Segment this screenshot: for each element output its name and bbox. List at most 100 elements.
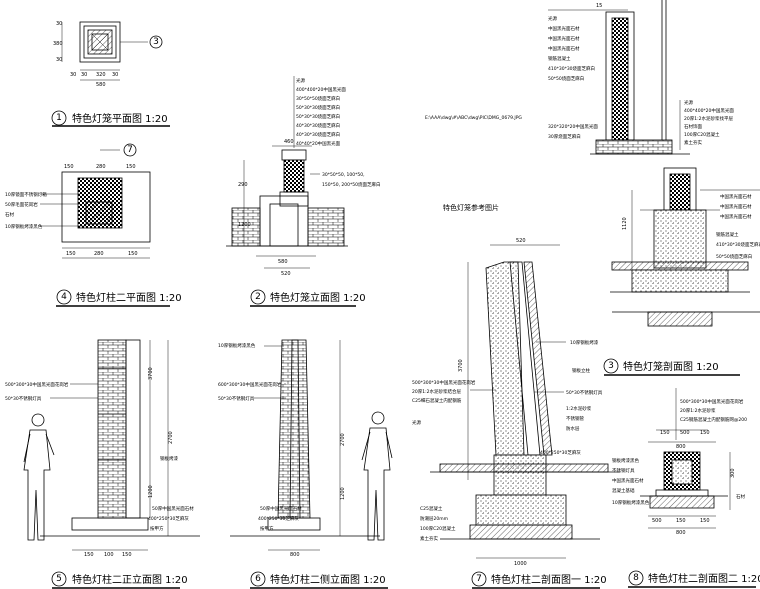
svg-text:中国黑光面石材: 中国黑光面石材	[720, 193, 752, 200]
svg-text:1120: 1120	[622, 217, 628, 230]
svg-text:320: 320	[96, 72, 106, 78]
svg-text:300: 300	[730, 468, 736, 478]
view6-post-side-elevation: 10厚钢板烤漆黑色 600*300*30中国黑光面花岗岩 50*30不锈钢灯具 …	[218, 339, 393, 589]
svg-text:30: 30	[70, 72, 76, 78]
view2-lantern-elevation: 光源 400*400*20中国黑光面 30*50*50烧面芝麻白 50*30*3…	[226, 76, 381, 307]
svg-text:2700: 2700	[340, 433, 346, 446]
svg-text:中国黑光面石材: 中国黑光面石材	[720, 203, 752, 210]
view3-title-number	[603, 358, 619, 374]
svg-text:280: 280	[94, 251, 104, 257]
svg-text:中国黑光面石材: 中国黑光面石材	[720, 213, 752, 220]
svg-text:520: 520	[281, 271, 291, 277]
svg-text:钢板烤漆黑色: 钢板烤漆黑色	[612, 457, 639, 464]
svg-text:500: 500	[680, 430, 690, 436]
svg-text:不锈钢管: 不锈钢管	[566, 415, 584, 422]
svg-text:500*300*30中国黑光面花岗岩: 500*300*30中国黑光面花岗岩	[412, 379, 476, 386]
view1-section-callout	[149, 35, 163, 49]
svg-text:50*30*30烧面芝麻白: 50*30*30烧面芝麻白	[296, 104, 340, 111]
svg-text:150: 150	[660, 430, 670, 436]
svg-text:7: 7	[127, 145, 133, 155]
svg-text:580: 580	[96, 82, 106, 88]
svg-text:石材: 石材	[736, 493, 745, 500]
view3-title: 特色灯笼剖面图 1:20	[623, 360, 719, 373]
svg-text:150: 150	[66, 251, 76, 257]
view5-title-number	[51, 571, 67, 587]
svg-text:520: 520	[516, 238, 526, 244]
view7-title: 特色灯柱二剖面图一 1:20	[491, 573, 607, 586]
svg-text:50*50烧面芝麻白: 50*50烧面芝麻白	[716, 253, 752, 260]
svg-text:1200: 1200	[340, 487, 346, 500]
svg-text:10厚钢板烤漆: 10厚钢板烤漆	[570, 339, 599, 346]
svg-text:2: 2	[255, 292, 261, 302]
svg-text:6: 6	[255, 574, 261, 584]
svg-text:400*400*20中国黑光面: 400*400*20中国黑光面	[684, 107, 734, 114]
svg-text:150: 150	[700, 430, 710, 436]
view5-post-front-elevation: 500*300*30中国黑光面花岗岩 50*30不锈钢灯具 50厚中国黑光面石材…	[5, 339, 200, 589]
svg-text:50*50烧面芝麻白: 50*50烧面芝麻白	[548, 75, 584, 82]
view2-leader-notes: 光源 400*400*20中国黑光面 30*50*50烧面芝麻白 50*30*3…	[296, 77, 346, 147]
svg-text:50厚中国黑光面石材: 50厚中国黑光面石材	[260, 505, 302, 512]
svg-text:1: 1	[56, 113, 62, 123]
view7-title-number	[471, 571, 487, 587]
svg-text:钢筋混凝土: 钢筋混凝土	[548, 55, 571, 62]
view3-lantern-section: 15 光源 中国黑光面石材 中国黑光面石材 中国黑光面石材 钢筋混凝土 410*…	[548, 0, 760, 376]
svg-text:100厚C20混凝土: 100厚C20混凝土	[420, 525, 456, 532]
svg-text:460: 460	[284, 139, 294, 145]
svg-text:800: 800	[676, 444, 686, 450]
svg-text:光源: 光源	[296, 77, 305, 84]
svg-text:150: 150	[128, 251, 138, 257]
view1-title-number	[51, 110, 67, 126]
svg-text:不锈钢灯具: 不锈钢灯具	[612, 467, 635, 474]
svg-text:320*320*20中国黑光面: 320*320*20中国黑光面	[548, 123, 598, 130]
svg-text:15: 15	[596, 3, 602, 9]
svg-text:防潮层20mm: 防潮层20mm	[420, 515, 448, 522]
view4-post-plan: 150 280 150 150 280 150 7 10厚镜面不锈钢灯箱 50厚…	[5, 143, 182, 307]
svg-text:10厚钢板烤漆黑色: 10厚钢板烤漆黑色	[612, 499, 650, 506]
svg-text:150*50, 200*50烧面芝麻白: 150*50, 200*50烧面芝麻白	[322, 181, 381, 188]
svg-text:1200: 1200	[238, 222, 251, 228]
svg-text:钢筋混凝土: 钢筋混凝土	[716, 231, 739, 238]
svg-text:30*50*50烧面芝麻白: 30*50*50烧面芝麻白	[296, 95, 340, 102]
svg-text:50*30*30烧面芝麻白: 50*30*30烧面芝麻白	[296, 113, 340, 120]
view8-post-section-two: 500*300*30中国黑光面花岗岩 20厚1:2水泥砂浆 C25钢筋混凝土内配…	[612, 388, 760, 588]
svg-text:7: 7	[476, 574, 482, 584]
scale-figure-left	[23, 413, 55, 541]
svg-text:40*30*30烧面芝麻白: 40*30*30烧面芝麻白	[296, 122, 340, 129]
svg-text:光源: 光源	[548, 15, 557, 22]
svg-text:中国黑光面石材: 中国黑光面石材	[612, 477, 644, 484]
svg-text:3: 3	[608, 361, 614, 371]
svg-text:150: 150	[700, 518, 710, 524]
view8-title: 特色灯柱二剖面图二 1:20	[648, 572, 760, 585]
svg-text:1200: 1200	[148, 485, 154, 498]
svg-text:40*30*30烧面芝麻白: 40*30*30烧面芝麻白	[296, 131, 340, 138]
svg-text:400*250*30芝麻灰: 400*250*30芝麻灰	[540, 449, 581, 456]
svg-text:50厚中国黑光面石材: 50厚中国黑光面石材	[152, 505, 194, 512]
svg-text:按甲方: 按甲方	[260, 525, 274, 532]
svg-text:10厚钢板烤漆黑色: 10厚钢板烤漆黑色	[218, 342, 256, 349]
view7-post-section-one: 3700 520 1000 500*300*30中国黑光面花岗岩 20厚1:2水…	[412, 238, 620, 589]
svg-text:500*300*30中国黑光面花岗岩: 500*300*30中国黑光面花岗岩	[5, 381, 69, 388]
svg-text:20厚1:2水泥砂浆找平层: 20厚1:2水泥砂浆找平层	[684, 115, 733, 122]
svg-text:30: 30	[81, 72, 87, 78]
svg-text:20厚1:2水泥砂浆: 20厚1:2水泥砂浆	[680, 407, 716, 414]
svg-text:10厚镜面不锈钢灯箱: 10厚镜面不锈钢灯箱	[5, 191, 47, 198]
svg-text:石材: 石材	[5, 211, 14, 218]
svg-text:2700: 2700	[168, 431, 174, 444]
svg-text:410*30*30烧面芝麻白: 410*30*30烧面芝麻白	[548, 65, 595, 72]
view4-title-number	[56, 289, 72, 305]
svg-text:防水层: 防水层	[566, 425, 580, 432]
svg-text:50*30不锈钢灯具: 50*30不锈钢灯具	[218, 395, 255, 402]
svg-text:30厚烧面芝麻白: 30厚烧面芝麻白	[548, 133, 581, 140]
svg-text:C25钢筋混凝土内配钢筋网@200: C25钢筋混凝土内配钢筋网@200	[680, 416, 747, 423]
view4-section-callout	[123, 143, 137, 157]
svg-text:500*300*30中国黑光面花岗岩: 500*300*30中国黑光面花岗岩	[680, 398, 744, 405]
view6-title: 特色灯柱二侧立面图 1:20	[270, 573, 386, 586]
reference-photo-path: E:\AAA\dwg\#\ABC\dwg\PIC\DMG_0679.JPG	[425, 115, 522, 121]
svg-text:钢板立柱: 钢板立柱	[572, 367, 590, 374]
view4-title: 特色灯柱二平面图 1:20	[76, 291, 182, 304]
view1-lantern-plan: 3 30 380 30 30 30 320 30 580 1 特色灯笼平面图 1…	[51, 21, 170, 127]
svg-text:中国黑光面石材: 中国黑光面石材	[548, 35, 580, 42]
svg-text:150: 150	[676, 518, 686, 524]
svg-text:10厚钢板烤漆黑色: 10厚钢板烤漆黑色	[5, 223, 43, 230]
svg-text:3: 3	[153, 37, 159, 47]
